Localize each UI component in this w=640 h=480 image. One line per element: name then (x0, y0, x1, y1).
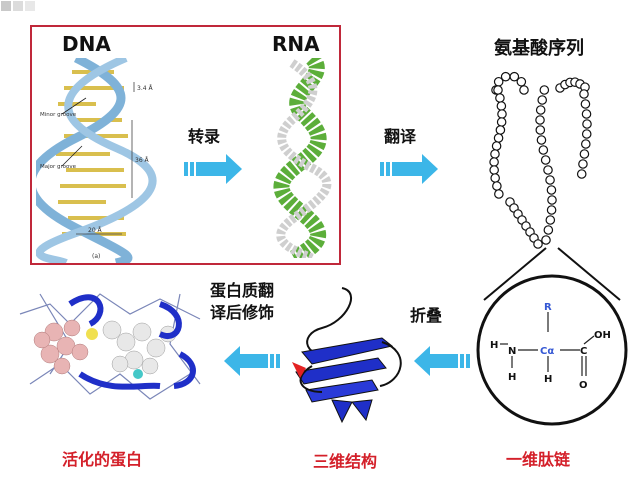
amino-acid-bead (579, 89, 589, 99)
amino-acid-bead (497, 109, 507, 119)
amino-acid-bead (495, 125, 506, 135)
carbon: C (580, 346, 587, 357)
amino-acid-bead (519, 85, 529, 95)
amino-acid-bead (535, 125, 546, 135)
amino-acid-bead (545, 215, 556, 225)
active-protein-figure (19, 293, 201, 400)
active-protein-label: 活化的蛋白 (62, 450, 143, 469)
ptm-label: 蛋白质翻 译后修饰 (210, 280, 274, 324)
amino-acid-sequence-label: 氨基酸序列 (494, 38, 584, 59)
amino-acid-bead (579, 149, 590, 159)
amino-acid-bead (578, 159, 588, 169)
ptm-label-line1: 蛋白质翻 (210, 281, 275, 300)
dna-strand-2 (36, 58, 157, 263)
magnifier-figure: R H N H Cα H C OH O (476, 247, 628, 426)
amino-acid-bead (500, 71, 511, 82)
folding-arrow-icon (414, 346, 470, 376)
dna-label: DNA (62, 32, 111, 56)
amino-acid-bead (580, 139, 591, 149)
amino-acid-bead (489, 157, 499, 167)
panel-tag: (a) (92, 253, 100, 260)
corner-squares (0, 0, 40, 20)
rna-helix-figure (273, 58, 332, 258)
h-left: H (490, 340, 498, 351)
amino-acid-bead (581, 109, 592, 119)
amino-acid-bead (537, 95, 548, 105)
amino-acid-bead (535, 115, 545, 125)
amino-acid-bead (490, 149, 500, 159)
zoom-circle (476, 274, 628, 426)
rna-strand-grey (276, 59, 332, 258)
polypeptide-chain-label: 一维肽链 (506, 450, 571, 469)
amino-acid-bead (580, 99, 591, 109)
amino-acid-bead (490, 173, 500, 183)
amino-acid-bead (493, 76, 504, 87)
amino-acid-bead-chain (489, 71, 592, 249)
amino-acid-bead (540, 155, 551, 165)
translation-arrow-icon (380, 154, 438, 184)
translation-label: 翻译 (384, 127, 417, 146)
transcription-label: 转录 (188, 127, 221, 146)
dna-strand-1 (36, 58, 133, 263)
hydroxyl: OH (594, 330, 611, 341)
dna-helix-figure: 3.4 Å 36 Å 20 Å Minor groove Major groov… (36, 58, 157, 263)
ptm-label-line2: 译后修饰 (210, 303, 275, 322)
amino-acid-bead (492, 181, 502, 191)
amino-acid-bead (496, 117, 507, 127)
amino-acid-bead (493, 85, 503, 95)
amino-acid-bead (533, 239, 543, 249)
amino-acid-bead (546, 185, 557, 195)
amino-acid-bead (495, 93, 505, 103)
amino-acid-bead (494, 189, 504, 199)
measure-36: 36 Å (135, 157, 150, 164)
amino-acid-bead (547, 195, 557, 205)
measure-20: 20 Å (88, 227, 103, 234)
folding-label: 折叠 (410, 306, 443, 325)
amino-acid-bead (543, 225, 554, 235)
amino-acid-bead (493, 133, 504, 143)
r-group: R (544, 302, 552, 313)
amino-acid-bead (496, 101, 507, 111)
amino-acid-bead (543, 165, 553, 175)
amino-acid-bead (535, 105, 546, 115)
amino-acid-bead (581, 129, 592, 139)
transcription-arrow-icon (184, 154, 242, 184)
amino-acid-bead (536, 135, 547, 145)
major-groove-label: Major groove (40, 164, 77, 170)
amino-acid-bead (576, 169, 587, 179)
amino-acid-bead (539, 85, 550, 95)
measure-3-4: 3.4 Å (137, 85, 153, 92)
ptm-arrow-icon (224, 346, 280, 376)
nitrogen: N (508, 346, 516, 357)
tertiary-structure-figure (292, 287, 402, 424)
amino-acid-bead (516, 76, 527, 87)
dna-rna-panel (30, 25, 341, 265)
corner-squares-icon (1, 1, 35, 11)
c-alpha: Cα (540, 346, 554, 357)
amino-acid-bead (491, 141, 502, 151)
amino-acid-bead (546, 205, 557, 215)
amino-acid-bead (541, 235, 551, 245)
amino-acid-bead (489, 165, 499, 175)
tertiary-structure-label: 三维结构 (313, 452, 378, 471)
h-bottom-left: H (508, 372, 516, 383)
h-bottom: H (544, 374, 552, 385)
minor-groove-label: Minor groove (40, 112, 77, 118)
amino-acid-bead (538, 145, 549, 155)
rna-label: RNA (272, 32, 320, 56)
amino-acid-bead (545, 175, 555, 185)
amino-acid-bead (509, 71, 520, 82)
amino-acid-bead (582, 119, 592, 129)
oxygen: O (579, 380, 588, 391)
